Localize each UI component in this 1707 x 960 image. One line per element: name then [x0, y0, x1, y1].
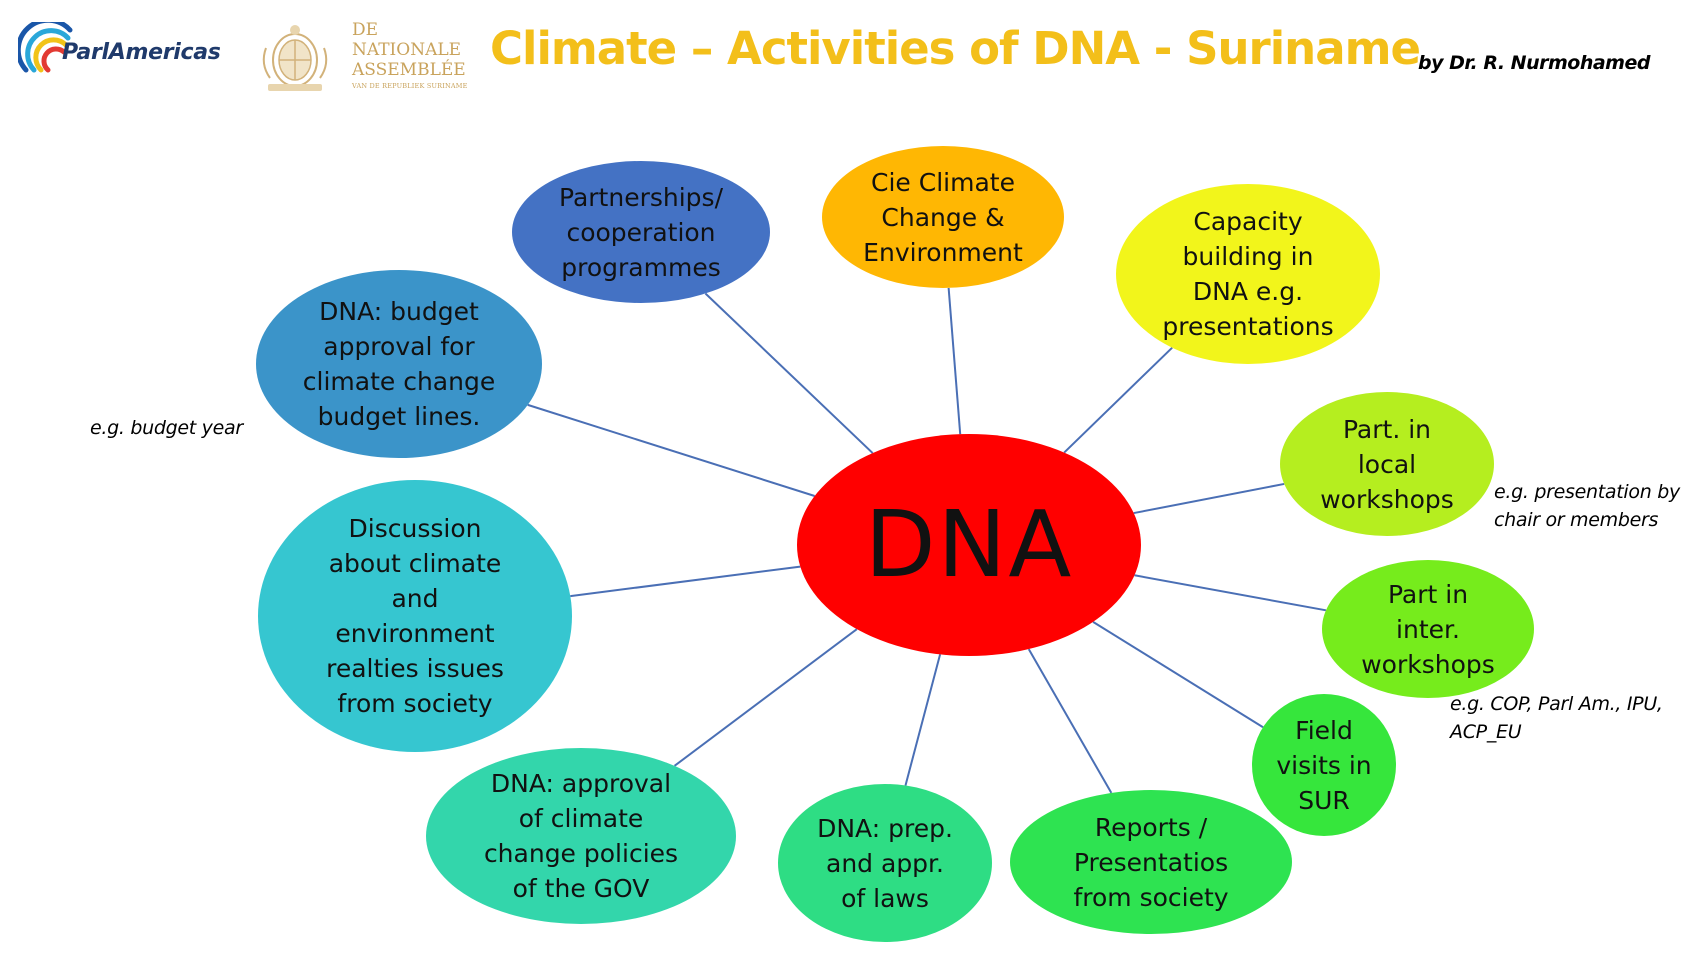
connector-policies — [673, 628, 858, 767]
node-discussion: Discussion about climate and environment… — [258, 480, 572, 752]
node-discussion-label: Discussion about climate and environment… — [326, 514, 504, 718]
connector-discussion — [570, 565, 801, 598]
node-policies-label: DNA: approval of climate change policies… — [483, 769, 679, 903]
node-field-visits: Field visits in SUR — [1252, 694, 1396, 836]
note-budget-year: e.g. budget year — [90, 417, 243, 439]
connector-group — [527, 287, 1327, 794]
connector-partnerships — [704, 292, 874, 454]
connector-capacity-building — [1063, 346, 1173, 454]
connector-laws — [904, 654, 942, 786]
node-reports: Reports / Presentatios from society — [1010, 790, 1292, 934]
connector-inter-workshops — [1134, 574, 1327, 612]
node-budget-label: DNA: budget approval for climate change … — [302, 297, 496, 431]
connector-local-workshops — [1133, 482, 1285, 515]
connector-field-visits — [1092, 621, 1264, 729]
page-title: Climate – Activities of DNA - Suriname — [490, 22, 1421, 75]
node-inter-workshops-label: Part in inter. workshops — [1361, 579, 1495, 679]
parlamericas-arcs-icon — [18, 22, 73, 73]
node-partnerships-label: Partnerships/ cooperation programmes — [559, 182, 723, 282]
note-cop: e.g. COP, Parl Am., IPU, ACP_EU — [1450, 693, 1663, 743]
assembly-line-2: NATIONALE — [352, 40, 462, 60]
assembly-seal — [256, 18, 334, 96]
assembly-line-1: DE — [352, 20, 379, 40]
note-presentation: e.g. presentation by chair or members — [1494, 481, 1680, 531]
node-cie-climate-label: Cie Climate Change & Environment — [863, 167, 1023, 267]
center-node-label: DNA — [864, 491, 1074, 598]
assembly-line-3: ASSEMBLÉE — [352, 60, 466, 80]
assembly-wordmark: DE NATIONALE ASSEMBLÉE VAN DE REPUBLIEK … — [352, 20, 472, 91]
node-inter-workshops: Part in inter. workshops — [1322, 560, 1534, 698]
connector-reports — [1027, 648, 1113, 794]
parlamericas-logo-text: ParlAmericas — [62, 40, 221, 65]
connector-budget — [527, 403, 815, 497]
node-policies: DNA: approval of climate change policies… — [426, 748, 736, 924]
node-local-workshops-label: Part. in local workshops — [1320, 414, 1454, 514]
node-laws-label: DNA: prep. and appr. of laws — [817, 813, 953, 913]
author: by Dr. R. Nurmohamed — [1418, 52, 1650, 74]
connector-cie-climate — [947, 287, 962, 435]
center-node-dna: DNA — [797, 434, 1141, 656]
assembly-subtitle: VAN DE REPUBLIEK SURINAME — [352, 82, 468, 90]
node-capacity-building: Capacity building in DNA e.g. presentati… — [1116, 184, 1380, 364]
node-local-workshops: Part. in local workshops — [1280, 392, 1494, 536]
node-capacity-building-label: Capacity building in DNA e.g. presentati… — [1162, 207, 1334, 341]
node-field-visits-label: Field visits in SUR — [1276, 715, 1372, 815]
node-budget: DNA: budget approval for climate change … — [256, 270, 542, 458]
node-laws: DNA: prep. and appr. of laws — [778, 784, 992, 942]
coat-of-arms-icon — [262, 25, 328, 91]
node-cie-climate: Cie Climate Change & Environment — [822, 146, 1064, 288]
node-reports-label: Reports / Presentatios from society — [1073, 812, 1229, 912]
parlamericas-logo: ParlAmericas — [18, 22, 248, 84]
node-partnerships: Partnerships/ cooperation programmes — [512, 161, 770, 303]
